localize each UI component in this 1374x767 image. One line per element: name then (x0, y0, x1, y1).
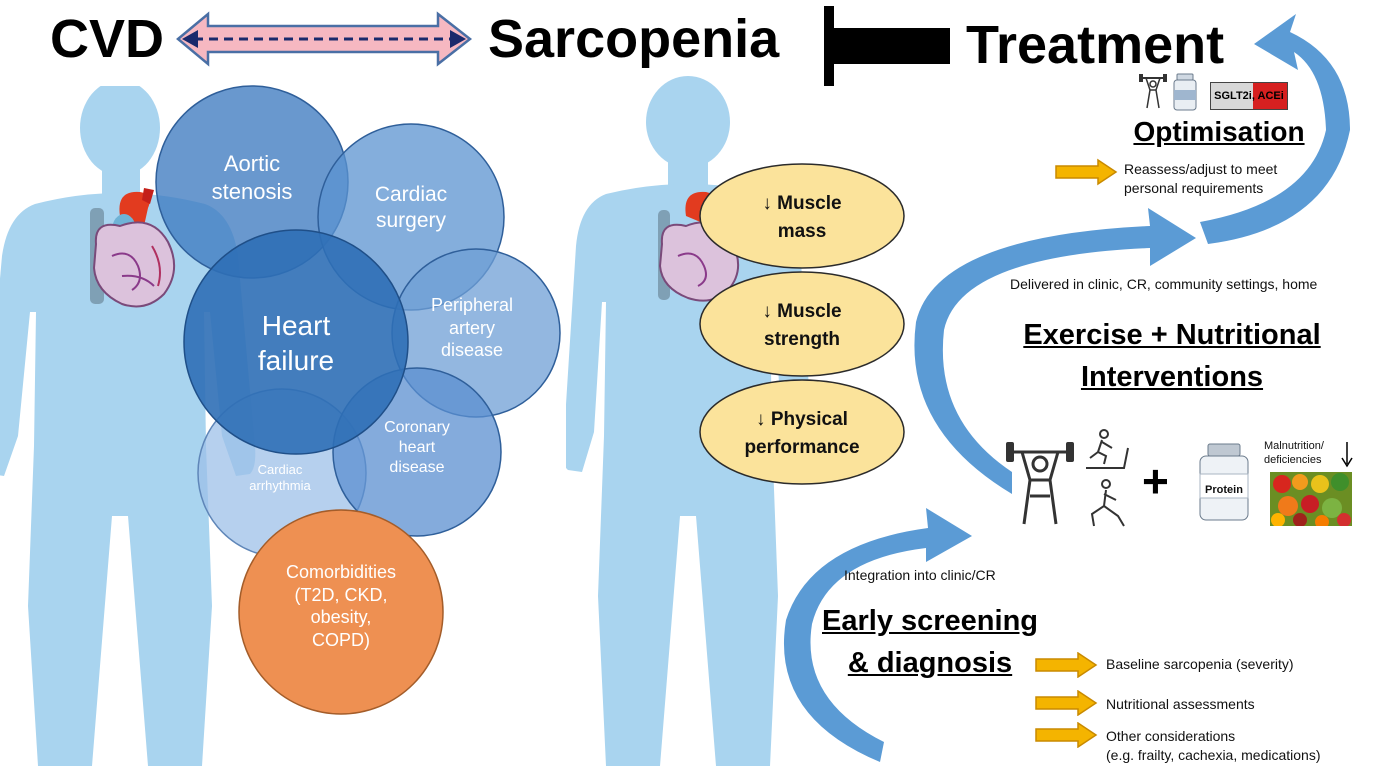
treadmill-icon (1086, 429, 1129, 469)
delivery-note: Delivered in clinic, CR, community setti… (1010, 276, 1318, 292)
sarcopenia-ellipses (699, 163, 905, 485)
muscle-strength-label: ↓ Muscle strength (762, 301, 842, 350)
sarcopenia-title: Sarcopenia (488, 9, 780, 69)
muscle-mass-ellipse (699, 163, 905, 269)
down-arrow-icon (1341, 442, 1353, 468)
stretching-icon (1090, 479, 1125, 527)
optimisation-note: Reassess/adjust to meet personal require… (1124, 161, 1278, 196)
interventions-title: Exercise + Nutritional Interventions (1023, 319, 1321, 394)
aortic-stenosis-label: Aortic stenosis (211, 151, 293, 204)
screening-title: Early screening & diagnosis (822, 605, 1038, 680)
heart-failure-circle (183, 229, 409, 455)
heart-icon (90, 188, 175, 308)
treatment-title: Treatment (966, 15, 1225, 75)
physical-performance-ellipse (699, 379, 905, 485)
cardiac-arrhythmia-label: Cardiac arrhythmia (249, 462, 311, 494)
protein-label: Protein (1205, 484, 1243, 496)
cvd-title: CVD (50, 9, 165, 69)
weightlifter-icon (1006, 442, 1074, 525)
comorbidities-circle (238, 509, 444, 715)
medication-badge: SGLT2i, ACEi (1210, 82, 1288, 110)
screening-arrow-3 (1035, 722, 1098, 748)
screening-item-2: Nutritional assessments (1106, 696, 1255, 712)
inhibition-bar (824, 6, 950, 86)
comorbidities-label: Comorbidities (T2D, CKD, obesity, COPD) (285, 562, 397, 650)
optimisation-arrow (1055, 158, 1118, 186)
weightlifter-icon (1139, 74, 1167, 109)
optimisation-title: Optimisation (1133, 116, 1305, 147)
malnutrition-label: Malnutrition/ deficiencies (1264, 440, 1324, 467)
heart-failure-label: Heart failure (257, 310, 335, 376)
cvd-circles (155, 85, 561, 715)
screening-arrow-1 (1035, 652, 1098, 678)
protein-bottle-icon (1199, 443, 1249, 521)
medication-badge-text: SGLT2i, ACEi (1214, 90, 1284, 102)
peripheral-artery-label: Peripheral artery disease (430, 295, 514, 360)
screening-item-1: Baseline sarcopenia (severity) (1106, 656, 1294, 672)
screening-arrow-2 (1035, 690, 1098, 716)
plus-sign: + (1142, 455, 1169, 507)
integration-note: Integration into clinic/CR (844, 567, 996, 583)
screening-item-3: Other considerations (e.g. frailty, cach… (1106, 728, 1321, 763)
bidirectional-arrow (176, 11, 473, 67)
vegetables-icon (1270, 472, 1352, 526)
muscle-mass-label: ↓ Muscle mass (762, 193, 842, 242)
cardiac-surgery-label: Cardiac surgery (374, 183, 448, 233)
pill-bottle-icon (1173, 73, 1197, 111)
muscle-strength-ellipse (699, 271, 905, 377)
coronary-heart-label: Coronary heart disease (384, 419, 450, 476)
physical-performance-label: ↓ Physical performance (744, 409, 860, 458)
